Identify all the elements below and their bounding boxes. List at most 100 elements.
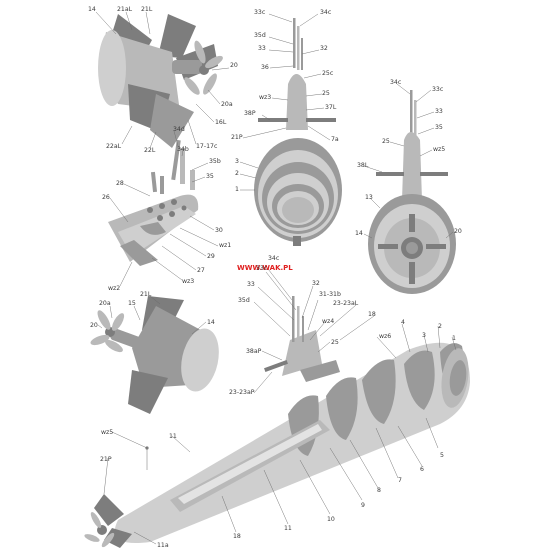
periscope-1: [171, 139, 181, 181]
part-label: 23-23aL: [333, 300, 359, 307]
upper-fin: [158, 14, 196, 58]
part-label: 34c: [390, 79, 402, 86]
part-label: 35b: [209, 158, 221, 165]
full-hull-leaders: [103, 264, 457, 545]
plane-rear-right: [420, 172, 448, 176]
rudder-top: [409, 214, 415, 232]
part-label: 15: [128, 300, 136, 307]
propeller-shaft: [172, 60, 202, 74]
part-label: 34d: [173, 126, 185, 133]
part-label: wz3: [259, 94, 271, 101]
stern-cut-face: [98, 30, 126, 106]
part-label: 2: [438, 323, 442, 330]
part-label: 29: [207, 253, 215, 260]
part-label: 32: [320, 45, 328, 52]
part-label: 13: [365, 194, 373, 201]
part-label: 18: [368, 311, 376, 318]
part-label: 21L: [140, 291, 152, 298]
front-view-leaders: [239, 13, 331, 191]
keel-stub: [293, 236, 301, 246]
plane-rear-left: [376, 172, 404, 176]
part-label: wz3: [182, 278, 194, 285]
rear-view-leaders: [363, 83, 454, 239]
part-label: 22L: [144, 147, 156, 154]
part-label: 35d: [238, 297, 250, 304]
part-label: 36: [261, 64, 269, 71]
part-label: 27: [197, 267, 205, 274]
part-label: 22aL: [106, 143, 122, 150]
part-label: 3: [422, 332, 426, 339]
part-label: 20a: [99, 300, 111, 307]
part-label: 23-23aP: [229, 389, 255, 396]
part-label: 34b: [177, 146, 189, 153]
part-label: 25c: [322, 70, 334, 77]
part-label: 11: [284, 525, 292, 532]
sail-rear: [402, 132, 422, 200]
part-label: 28: [116, 180, 124, 187]
part-label: 16L: [215, 119, 227, 126]
mast-1: [293, 18, 296, 68]
part-label: 38P: [244, 110, 256, 117]
part-label: 6: [420, 466, 424, 473]
part-label: 20: [454, 228, 462, 235]
part-label: 5: [440, 452, 444, 459]
hull-mast-3: [302, 316, 304, 342]
sail-hatch: [300, 360, 340, 382]
part-label: 30: [215, 227, 223, 234]
sail-plane-left: [258, 118, 288, 122]
part-label: 14: [207, 319, 215, 326]
stern-plane-right: [426, 244, 446, 249]
mast-r2: [414, 100, 417, 150]
part-label: wz1: [219, 242, 231, 249]
part-label: 7a: [331, 136, 339, 143]
part-label: 34c: [268, 255, 280, 262]
part-label: 20a: [221, 101, 233, 108]
part-label: 11: [169, 433, 177, 440]
part-label: 21P: [100, 456, 112, 463]
part-label: 33c: [256, 265, 268, 272]
sail: [286, 74, 308, 130]
part-label: 1: [235, 186, 239, 193]
sail-interior-view: [108, 139, 199, 266]
periscope-2: [180, 148, 185, 184]
part-label: 33c: [432, 86, 444, 93]
stripe-1: [362, 359, 396, 424]
part-labels: 14 21aL 21L 20 20a 16L 22aL 22L 17-17c 3…: [88, 6, 462, 549]
part-label: 7: [398, 477, 402, 484]
part-label: 32: [312, 280, 320, 287]
part-label: 8: [377, 487, 381, 494]
part-label: 21aL: [117, 6, 133, 13]
lower-fin-right: [150, 94, 194, 148]
stern-cone-leaders: [97, 295, 207, 335]
rear-view-hull: [368, 90, 456, 294]
sail-interior-leaders: [109, 130, 219, 287]
part-label: 20: [230, 62, 238, 69]
part-label: 25: [382, 138, 390, 145]
part-label: 10: [327, 516, 335, 523]
part-label: 35: [435, 124, 443, 131]
part-label: 4: [401, 319, 405, 326]
stripe-2: [404, 350, 435, 410]
part-label: 17-17c: [196, 143, 218, 150]
part-label: 37L: [325, 104, 337, 111]
part-label: wz5: [433, 146, 445, 153]
part-label: 20: [90, 322, 98, 329]
part-label: 2: [235, 170, 239, 177]
part-label: wz6: [379, 333, 391, 340]
part-label: 25: [322, 90, 330, 97]
part-label: 31-31b: [319, 291, 341, 298]
hull-mast-1: [292, 296, 295, 342]
part-label: 14: [355, 230, 363, 237]
part-label: 1: [452, 335, 456, 342]
watermark-text: WWW.WAK.PL: [237, 264, 293, 272]
full-hull-view: [84, 296, 470, 548]
part-label: 21L: [141, 6, 153, 13]
mast-2: [297, 26, 300, 70]
stern-leaders: [95, 11, 230, 149]
part-label: 25: [331, 339, 339, 346]
sail-plane-right: [306, 118, 336, 122]
part-label: 14: [88, 6, 96, 13]
rudder-bottom: [409, 262, 415, 284]
base-flange: [120, 240, 158, 266]
part-label: 9: [361, 502, 365, 509]
